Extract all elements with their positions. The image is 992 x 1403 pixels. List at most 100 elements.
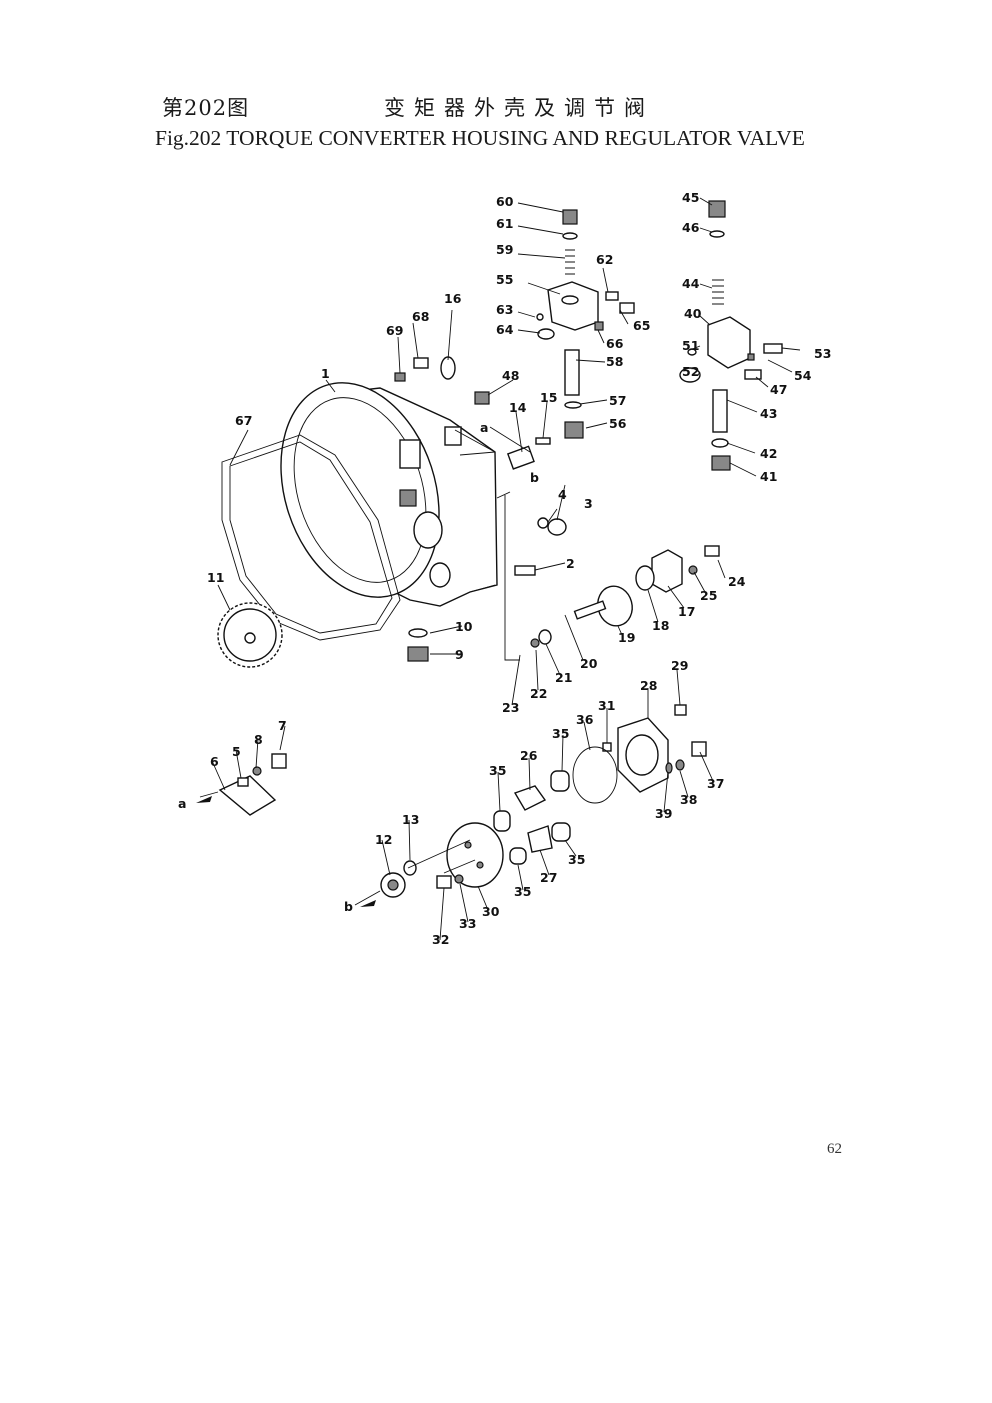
valve-assembly-left — [536, 209, 635, 439]
ref-b-lower: b — [344, 899, 353, 914]
page-number: 62 — [827, 1141, 842, 1157]
chinese-figure-name: 变矩器外壳及调节阀 — [384, 96, 654, 120]
part-14 — [506, 445, 535, 470]
label-60: 60 — [496, 194, 514, 209]
label-17: 17 — [678, 604, 695, 619]
label-28: 28 — [640, 678, 657, 693]
label-54: 54 — [794, 368, 812, 383]
label-46: 46 — [682, 220, 700, 235]
label-35d: 35 — [514, 884, 531, 899]
label-25: 25 — [700, 588, 717, 603]
label-62: 62 — [596, 252, 613, 267]
label-35a: 35 — [489, 763, 506, 778]
label-27: 27 — [540, 870, 557, 885]
label-15: 15 — [540, 390, 557, 405]
label-30: 30 — [482, 904, 500, 919]
label-29: 29 — [671, 658, 688, 673]
label-7: 7 — [278, 718, 287, 733]
part-number-labels: 1 2 3 4 5 6 7 8 9 10 11 12 13 14 15 16 1… — [207, 190, 831, 947]
label-58: 58 — [606, 354, 623, 369]
ref-b-upper: b — [530, 470, 539, 485]
chinese-figure-number: 第202图 — [162, 96, 250, 120]
label-33: 33 — [459, 916, 476, 931]
label-51: 51 — [682, 338, 699, 353]
part-15 — [535, 437, 551, 445]
label-10: 10 — [455, 619, 473, 634]
bolt-68 — [413, 357, 429, 369]
part-4 — [537, 517, 549, 529]
label-2: 2 — [566, 556, 575, 571]
label-13: 13 — [402, 812, 419, 827]
label-18: 18 — [652, 618, 669, 633]
label-52: 52 — [682, 364, 699, 379]
label-61: 61 — [496, 216, 513, 231]
washer-69 — [394, 372, 406, 382]
label-3: 3 — [584, 496, 593, 511]
label-19: 19 — [618, 630, 635, 645]
label-32: 32 — [432, 932, 449, 947]
label-69: 69 — [386, 323, 403, 338]
label-55: 55 — [496, 272, 513, 287]
label-4: 4 — [558, 487, 567, 502]
ref-a-lower: a — [178, 796, 186, 811]
label-35b: 35 — [552, 726, 569, 741]
label-6: 6 — [210, 754, 219, 769]
chinese-title: 第202图 变矩器外壳及调节阀 — [162, 92, 722, 122]
label-39: 39 — [655, 806, 672, 821]
label-37: 37 — [707, 776, 724, 791]
part-3 — [547, 518, 567, 536]
label-35c: 35 — [568, 852, 585, 867]
plug-9 — [407, 646, 429, 662]
part-2 — [514, 565, 536, 576]
eyebolt-16 — [440, 356, 456, 380]
valve-assembly-right — [679, 200, 783, 471]
label-16: 16 — [444, 291, 462, 306]
label-63: 63 — [496, 302, 513, 317]
label-47: 47 — [770, 382, 787, 397]
label-22: 22 — [530, 686, 547, 701]
reference-markers: a b a b — [178, 420, 539, 914]
label-23: 23 — [502, 700, 519, 715]
label-21: 21 — [555, 670, 572, 685]
pump-group — [380, 704, 707, 898]
label-48: 48 — [502, 368, 519, 383]
label-26: 26 — [520, 748, 538, 763]
label-64: 64 — [496, 322, 514, 337]
label-9: 9 — [455, 647, 464, 662]
label-31: 31 — [598, 698, 615, 713]
label-36: 36 — [576, 712, 594, 727]
label-20: 20 — [580, 656, 598, 671]
regulator-shaft-group — [530, 545, 720, 648]
fitting-48 — [474, 391, 490, 405]
label-8: 8 — [254, 732, 263, 747]
label-43: 43 — [760, 406, 777, 421]
label-59: 59 — [496, 242, 513, 257]
label-68: 68 — [412, 309, 429, 324]
cover-6-group — [218, 753, 287, 816]
washer-10 — [408, 628, 428, 638]
label-41: 41 — [760, 469, 777, 484]
torque-converter-housing — [280, 382, 498, 607]
label-5: 5 — [232, 744, 241, 759]
label-24: 24 — [728, 574, 746, 589]
label-1: 1 — [321, 366, 330, 381]
label-40: 40 — [684, 306, 702, 321]
label-66: 66 — [606, 336, 624, 351]
ref-a-upper: a — [480, 420, 488, 435]
label-14: 14 — [509, 400, 527, 415]
label-11: 11 — [207, 570, 224, 585]
label-12: 12 — [375, 832, 392, 847]
label-67: 67 — [235, 413, 252, 428]
gear-11 — [217, 602, 283, 668]
label-56: 56 — [609, 416, 627, 431]
gasket-67 — [221, 434, 401, 641]
label-53: 53 — [814, 346, 831, 361]
label-45: 45 — [682, 190, 699, 205]
label-44: 44 — [682, 276, 700, 291]
label-42: 42 — [760, 446, 777, 461]
label-38: 38 — [680, 792, 697, 807]
label-57: 57 — [609, 393, 626, 408]
label-65: 65 — [633, 318, 650, 333]
english-title: Fig.202 TORQUE CONVERTER HOUSING AND REG… — [155, 126, 805, 150]
